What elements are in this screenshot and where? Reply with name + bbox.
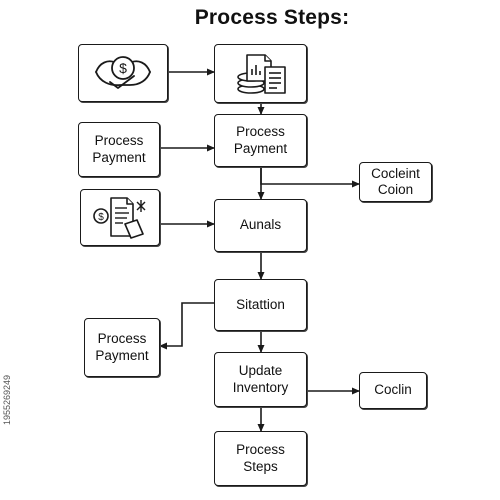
sitattion: Sitattion: [214, 279, 307, 331]
arrow-sitattion-to-left-payment: [159, 302, 214, 350]
finance-icon-box: [214, 44, 307, 103]
process-payment-left-bottom: Process Payment: [84, 318, 160, 377]
arrow-process-payment-to-cocleint: [260, 167, 360, 188]
svg-text:$: $: [98, 212, 104, 223]
dollar-hand-icon: $: [95, 56, 151, 89]
payment-icon-box: $: [78, 44, 168, 102]
svg-text:$: $: [119, 60, 127, 76]
invoice-icon-box: $: [80, 189, 160, 246]
aunals: Aunals: [214, 199, 307, 252]
finance-documents-icon: [236, 53, 286, 94]
diagram-title: Process Steps:: [194, 6, 350, 29]
process-payment-left-top: Process Payment: [78, 122, 160, 177]
coclin: Coclin: [359, 372, 427, 409]
cocleint-coion: Cocleint Coion: [359, 162, 432, 202]
update-inventory: Update Inventory: [214, 352, 307, 407]
process-payment-center: Process Payment: [214, 114, 307, 167]
invoice-document-icon: $: [93, 196, 146, 239]
process-steps: Process Steps: [214, 431, 307, 486]
watermark-id: 1955269249: [2, 374, 12, 426]
